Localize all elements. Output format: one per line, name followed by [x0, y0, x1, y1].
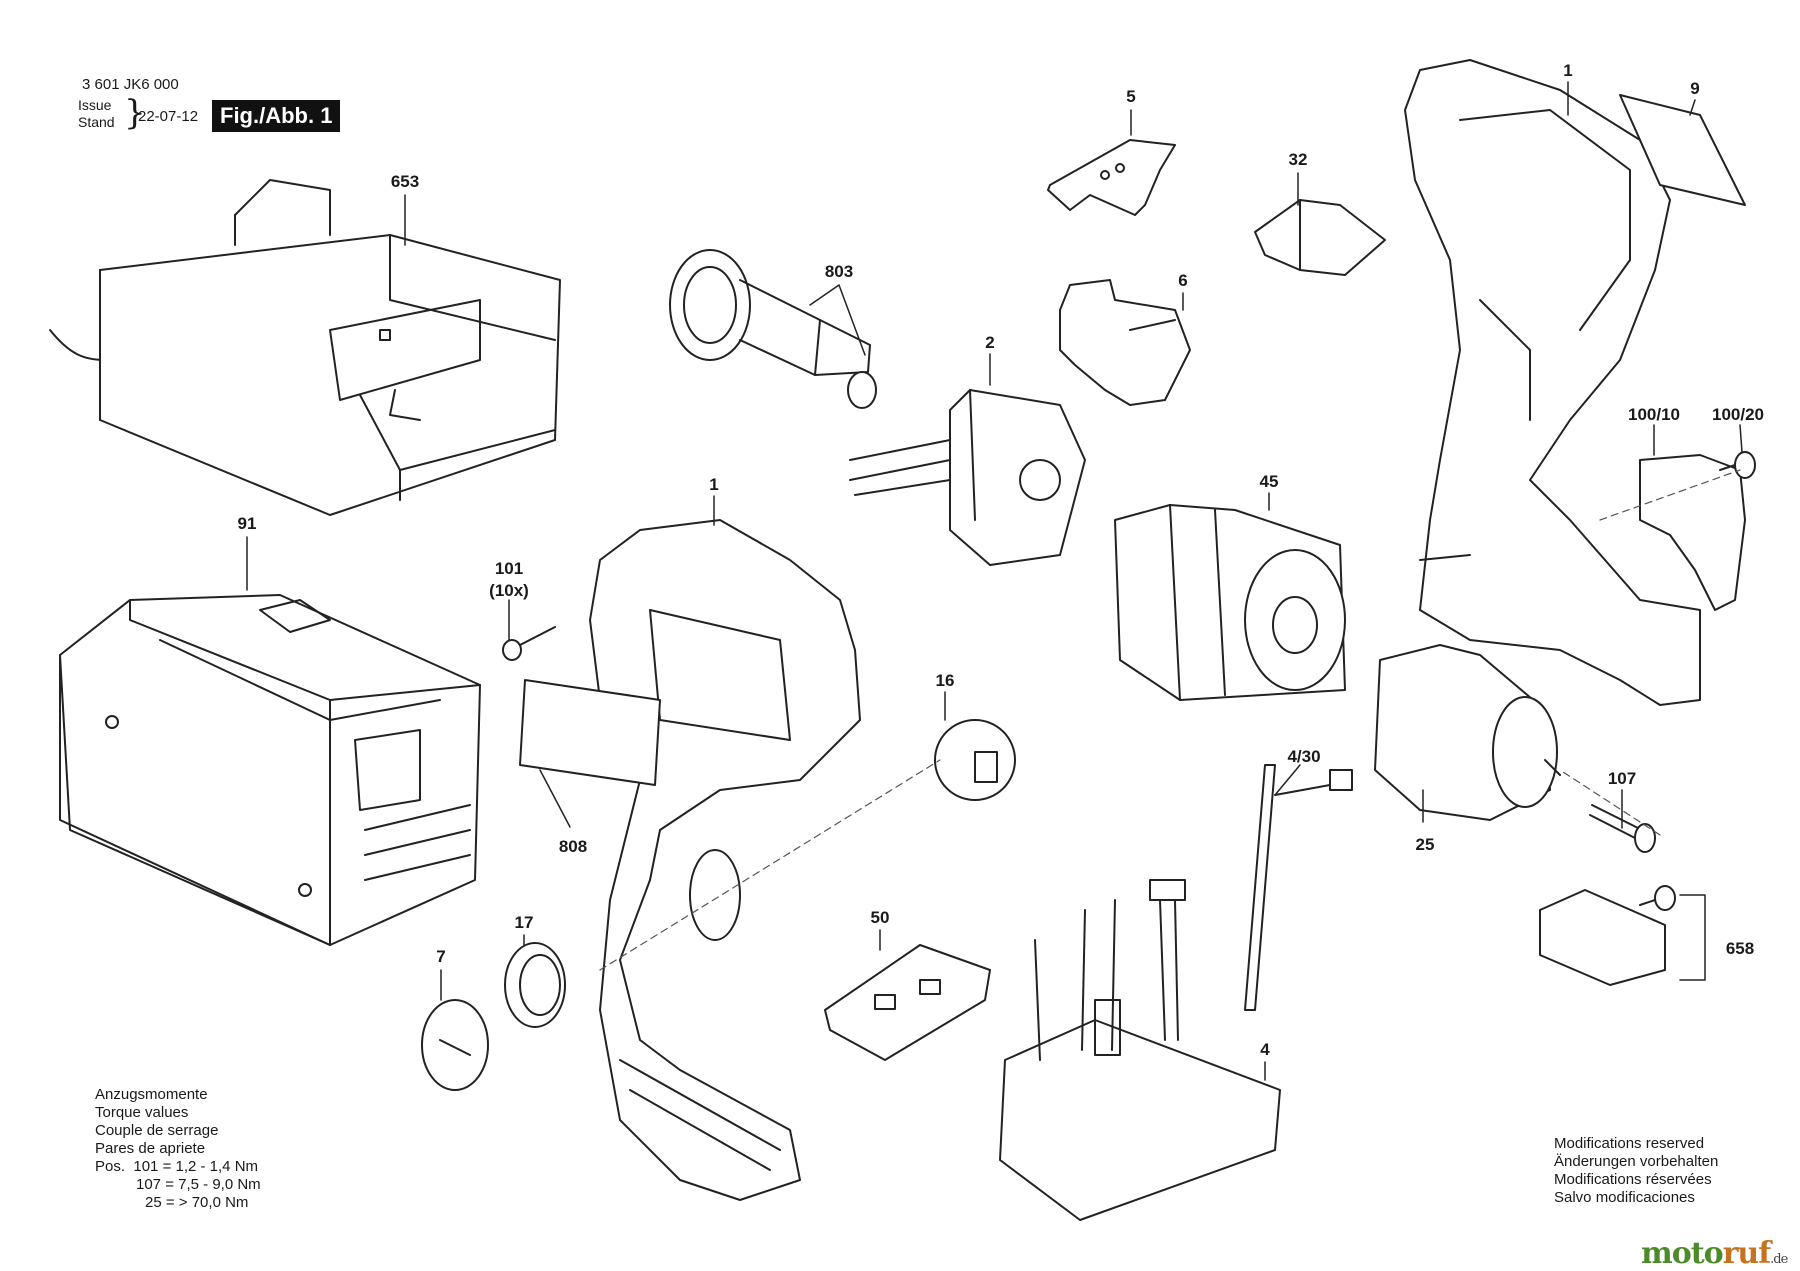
part-6-switch — [1059, 279, 1191, 406]
brace-glyph: } — [124, 93, 146, 133]
torque-row: Pos. 101 = 1,2 - 1,4 Nm — [95, 1158, 261, 1176]
part-9-label — [1619, 94, 1746, 206]
callout-107: 107 — [1608, 769, 1636, 788]
callout-6: 6 — [1178, 271, 1187, 290]
part-100-20-screw — [1719, 451, 1756, 479]
torque-pos: 107 — [136, 1176, 162, 1193]
callout-17: 17 — [515, 913, 534, 932]
torque-pos: 101 — [133, 1158, 159, 1175]
callout-32: 32 — [1289, 150, 1308, 169]
callout-101: 101 — [495, 559, 523, 578]
part-32-selector — [1254, 199, 1386, 276]
callout-45: 45 — [1260, 472, 1279, 491]
figure-label: Fig./Abb. 1 — [212, 100, 341, 132]
assembly-guide-line — [599, 759, 941, 971]
torque-value: = > 70,0 Nm — [165, 1194, 249, 1211]
part-4-30-cable — [1244, 764, 1353, 1011]
part-7-cap — [421, 999, 489, 1091]
part-17-cap — [504, 942, 566, 1028]
pos-label: Pos. — [95, 1158, 126, 1175]
modifications-line: Änderungen vorbehalten — [1554, 1153, 1719, 1170]
modifications-line: Salvo modificaciones — [1554, 1189, 1695, 1206]
watermark-part1: moto — [1641, 1236, 1724, 1271]
torque-row: 107 = 7,5 - 9,0 Nm — [95, 1176, 261, 1194]
part-1-housing-left — [589, 519, 861, 1201]
callout-101-qty: (10x) — [489, 581, 529, 600]
torque-line: Anzugsmomente — [95, 1086, 208, 1103]
part-45-gearbox — [1114, 504, 1346, 701]
callout-9: 9 — [1690, 79, 1699, 98]
issue-label: Issue — [78, 97, 112, 113]
callout-1-top: 1 — [1563, 61, 1572, 80]
part-107-screw — [1589, 804, 1656, 853]
modifications-notice: Modifications reserved Änderungen vorbeh… — [1554, 1135, 1718, 1207]
assembly-guide-line — [1599, 469, 1741, 521]
watermark-suffix: .de — [1770, 1252, 1788, 1267]
part-101-screw — [502, 626, 556, 661]
callout-100-20: 100/20 — [1712, 405, 1764, 424]
callout-808: 808 — [559, 837, 587, 856]
watermark-part2: ruf — [1722, 1236, 1772, 1271]
assembly-guide-line — [1559, 769, 1661, 836]
part-50-led-panel — [824, 944, 991, 1061]
torque-pos: 25 — [145, 1194, 162, 1211]
torque-row: 25 = > 70,0 Nm — [95, 1194, 261, 1212]
callout-2: 2 — [985, 333, 994, 352]
callout-653: 653 — [391, 172, 419, 191]
issue-stand-label: Issue Stand — [78, 97, 115, 131]
torque-line: Torque values — [95, 1104, 189, 1121]
callout-91: 91 — [238, 514, 257, 533]
callout-4: 4 — [1260, 1040, 1270, 1059]
torque-line: Couple de serrage — [95, 1122, 219, 1139]
callout-16: 16 — [936, 671, 955, 690]
callout-803: 803 — [825, 262, 853, 281]
part-803-armature — [669, 249, 877, 409]
stand-label: Stand — [78, 114, 115, 130]
part-658-bit-holder — [1539, 885, 1676, 986]
part-808-label — [519, 679, 661, 786]
part-25-drill-chuck — [1374, 644, 1561, 821]
part-100-10-belt-clip — [1639, 454, 1746, 611]
part-5-switch-slider — [1047, 139, 1176, 216]
callout-25: 25 — [1416, 835, 1435, 854]
part-16-sensor-disc — [934, 719, 1016, 801]
modifications-line: Modifications reserved — [1554, 1135, 1705, 1152]
watermark-logo: motoruf.de — [1641, 1236, 1788, 1271]
callout-7: 7 — [436, 947, 445, 966]
callout-100-10: 100/10 — [1628, 405, 1680, 424]
torque-value: = 7,5 - 9,0 Nm — [165, 1176, 261, 1193]
part-2-stator — [849, 389, 1086, 566]
callout-50: 50 — [871, 908, 890, 927]
torque-line: Pares de apriete — [95, 1140, 206, 1157]
part-4-electronics-module — [999, 879, 1281, 1221]
part-653-charger — [49, 179, 561, 516]
part-code: 3 601 JK6 000 — [82, 76, 179, 93]
torque-values-block: Anzugsmomente Torque values Couple de se… — [95, 1086, 261, 1212]
callout-1-left: 1 — [709, 475, 718, 494]
callout-658: 658 — [1726, 939, 1754, 958]
part-1-housing-right — [1404, 59, 1701, 706]
part-91-battery — [59, 594, 481, 946]
issue-date: 22-07-12 — [138, 108, 199, 125]
torque-value: = 1,2 - 1,4 Nm — [162, 1158, 259, 1175]
callout-5: 5 — [1126, 87, 1135, 106]
modifications-line: Modifications réservées — [1554, 1171, 1712, 1188]
callout-4-30: 4/30 — [1287, 747, 1320, 766]
